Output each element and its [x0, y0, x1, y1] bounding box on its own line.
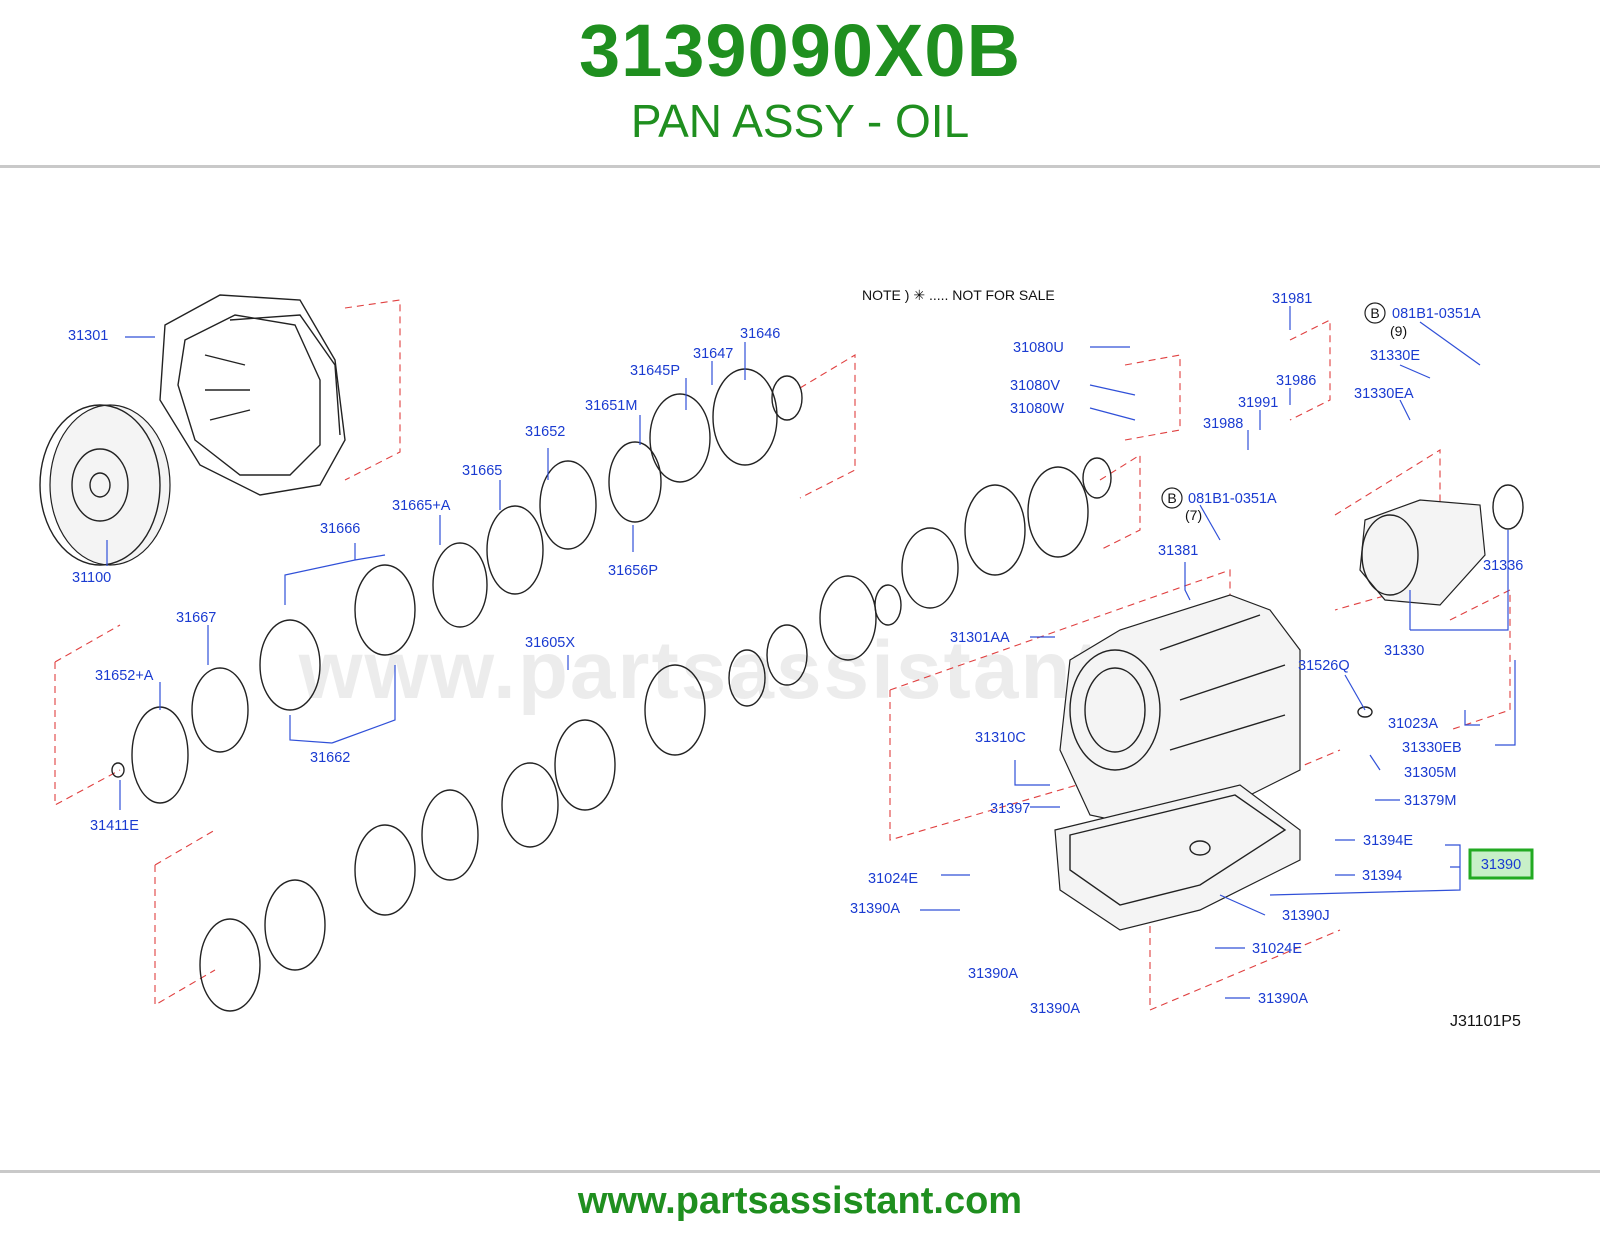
part-label-31330eb[interactable]: 31330EB [1402, 740, 1462, 756]
part-label-31080u[interactable]: 31080U [1013, 340, 1064, 356]
part-label-31652-a[interactable]: 31652+A [95, 668, 154, 684]
part-label-31526q[interactable]: 31526Q [1298, 658, 1350, 674]
part-number-title: 3139090X0B [578, 9, 1022, 92]
highlighted-part-label[interactable]: 31390 [1481, 857, 1521, 873]
part-label-31988[interactable]: 31988 [1203, 416, 1243, 432]
svg-text:B: B [1167, 490, 1176, 506]
part-label-31394e[interactable]: 31394E [1363, 833, 1413, 849]
diagram-ref-code: J31101P5 [1450, 1013, 1521, 1030]
part-label-31080v[interactable]: 31080V [1010, 378, 1060, 394]
part-label-31991[interactable]: 31991 [1238, 395, 1278, 411]
part-label-31390a-5[interactable]: 31390A [1258, 991, 1308, 1007]
clutch-rings [111, 368, 1373, 1012]
bolt-ref-qty-2: (7) [1185, 507, 1202, 523]
part-label-31310c[interactable]: 31310C [975, 730, 1026, 746]
diagram-background [0, 270, 1600, 1070]
part-label-layer: 31301 31100 31646 31647 31645P 31651M 31652 316… [68, 291, 1523, 1017]
part-label-31397[interactable]: 31397 [990, 801, 1030, 817]
part-label-31336[interactable]: 31336 [1483, 558, 1523, 574]
part-label-31652[interactable]: 31652 [525, 424, 565, 440]
part-label-31665-a[interactable]: 31665+A [392, 498, 451, 514]
part-label-31080w[interactable]: 31080W [1010, 401, 1064, 417]
bolt-ref-qty-1: (9) [1390, 323, 1407, 339]
part-label-31411e[interactable]: 31411E [90, 818, 139, 834]
part-label-31381[interactable]: 31381 [1158, 543, 1198, 559]
bolt-ref-markers: B B [1161, 302, 1386, 509]
leader-lines [106, 306, 1516, 999]
part-label-31662[interactable]: 31662 [310, 750, 350, 766]
part-label-31656p[interactable]: 31656P [608, 563, 658, 579]
part-label-31100[interactable]: 31100 [72, 570, 111, 586]
svg-text:B: B [1370, 305, 1379, 321]
part-label-31390j[interactable]: 31390J [1282, 908, 1330, 924]
bolt-ref-code-1: 081B1-0351A [1392, 306, 1481, 322]
part-label-31981[interactable]: 31981 [1272, 291, 1312, 307]
part-label-31024e[interactable]: 31024E [868, 871, 918, 887]
part-label-31667[interactable]: 31667 [176, 610, 216, 626]
part-label-31647[interactable]: 31647 [693, 346, 733, 362]
page-header: 3139090X0B PAN ASSY - OIL [0, 0, 1600, 168]
part-label-31390a-4[interactable]: 31390A [1030, 1001, 1080, 1017]
note-text: NOTE ) ✳ ..... NOT FOR SALE [862, 287, 1055, 303]
exploded-parts-diagram: www.partsassistant.com NOTE ) ✳ ..... NO… [0, 270, 1600, 1070]
part-label-31023a[interactable]: 31023A [1388, 716, 1438, 732]
part-label-31301[interactable]: 31301 [68, 328, 108, 344]
part-label-31986[interactable]: 31986 [1276, 373, 1316, 389]
part-label-31024e-2[interactable]: 31024E [1252, 941, 1302, 957]
highlight-box [1468, 848, 1534, 880]
footer-website-link[interactable]: www.partsassistant.com [577, 1180, 1023, 1222]
part-label-31390a-3[interactable]: 31390A [968, 966, 1018, 982]
footer-divider [0, 1170, 1600, 1173]
part-label-31305m[interactable]: 31305M [1404, 765, 1456, 781]
part-label-31645p[interactable]: 31645P [630, 363, 680, 379]
part-label-31330e[interactable]: 31330E [1370, 348, 1420, 364]
header-divider [0, 165, 1600, 168]
part-label-31330[interactable]: 31330 [1384, 643, 1424, 659]
bolt-ref-code-2: 081B1-0351A [1188, 491, 1277, 507]
part-label-31651m[interactable]: 31651M [585, 398, 637, 414]
part-label-31605x[interactable]: 31605X [525, 635, 575, 651]
part-label-31666[interactable]: 31666 [320, 521, 360, 537]
part-label-31390a[interactable]: 31390A [850, 901, 900, 917]
part-label-31646[interactable]: 31646 [740, 326, 780, 342]
part-label-31301aa[interactable]: 31301AA [950, 630, 1010, 646]
torque-converter [39, 404, 171, 566]
extension-housing [1359, 484, 1524, 606]
transmission-case [1059, 594, 1301, 831]
part-label-31379m[interactable]: 31379M [1404, 793, 1456, 809]
part-name-subtitle: PAN ASSY - OIL [630, 95, 970, 147]
part-label-31394[interactable]: 31394 [1362, 868, 1402, 884]
part-label-31330ea[interactable]: 31330EA [1354, 386, 1414, 402]
converter-housing [159, 294, 346, 496]
oil-pan [1054, 784, 1301, 931]
part-label-31665[interactable]: 31665 [462, 463, 502, 479]
